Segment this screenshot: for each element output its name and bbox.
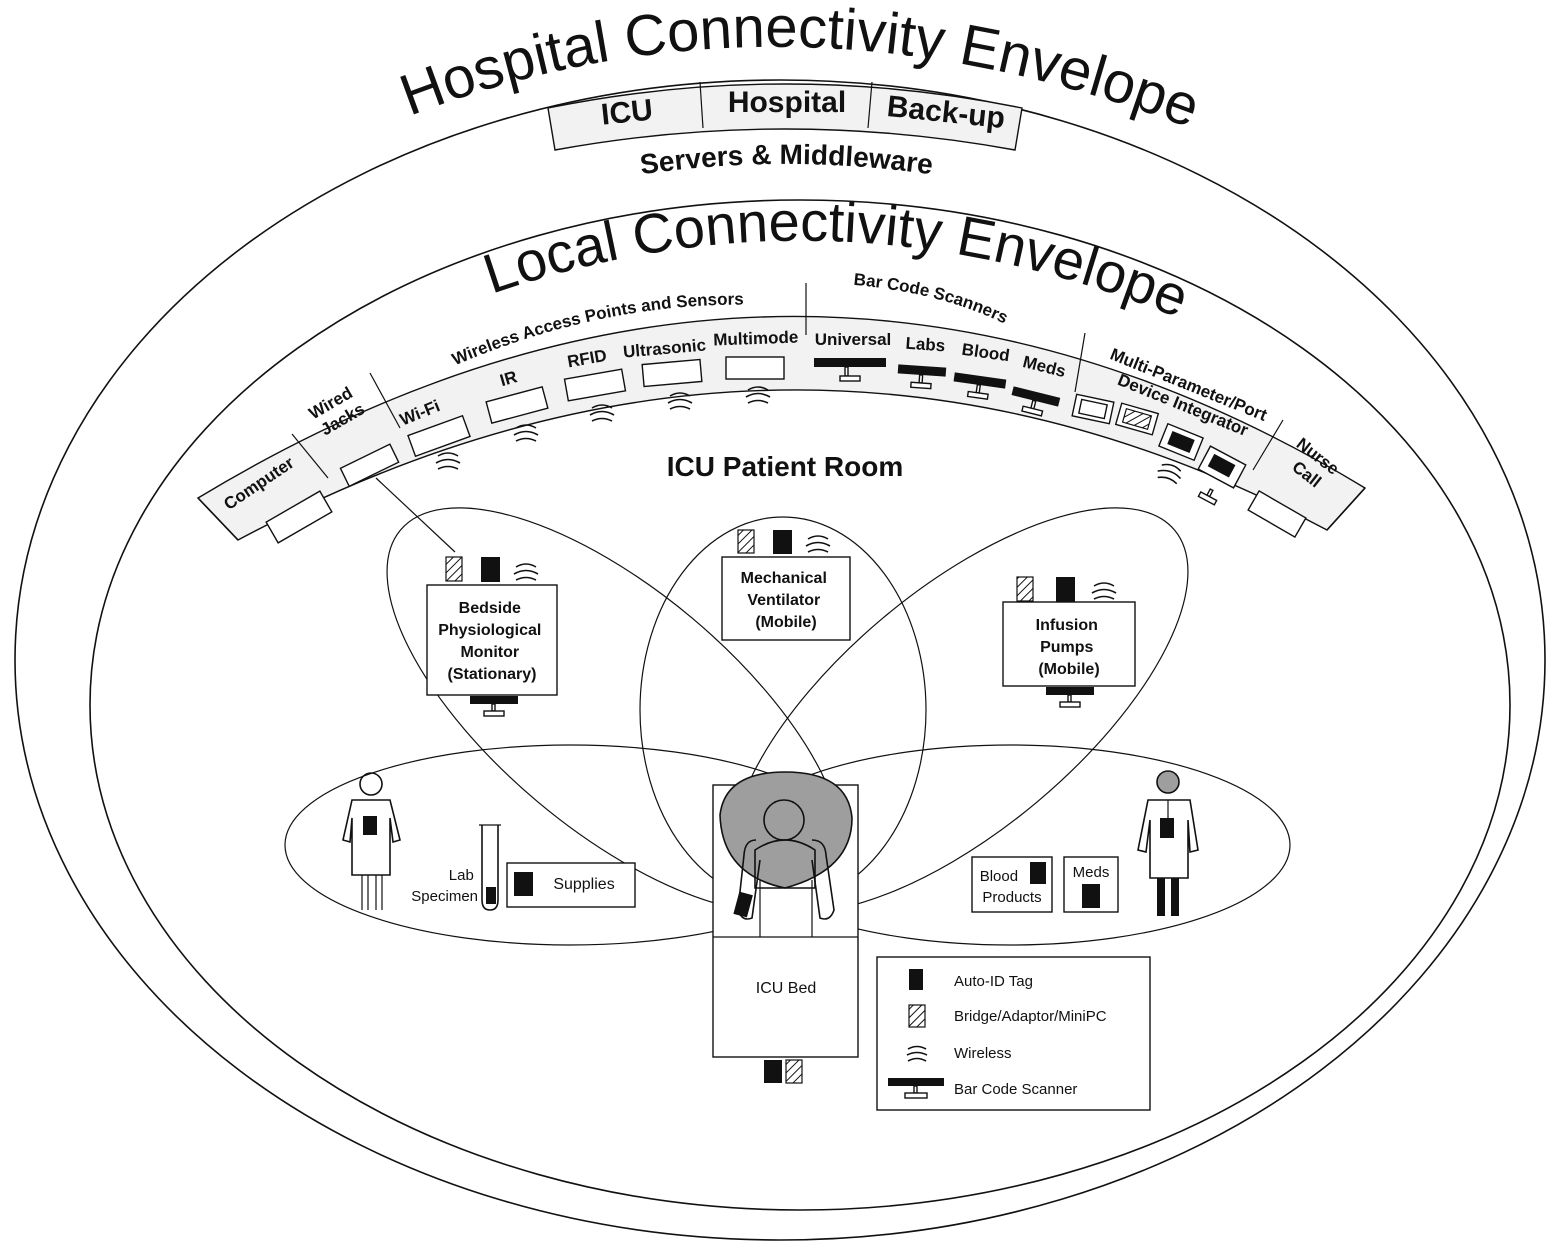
local-device-band — [196, 315, 1367, 541]
auto-id-tag-icon — [481, 557, 500, 582]
auto-id-tag-icon — [1082, 884, 1100, 908]
auto-id-tag-icon — [1030, 862, 1046, 884]
auto-id-tag-icon — [909, 969, 923, 990]
svg-text:Infusion Pumps (Mo: Infusion Pumps (Mobile) — [1036, 617, 1103, 678]
wireless-signals — [435, 386, 771, 470]
ir-access-point — [485, 386, 549, 424]
svg-text:Blood Products: Blood Products — [980, 868, 1042, 906]
bridge-adaptor-icon — [785, 1059, 803, 1084]
ultrasonic-access-point — [641, 358, 703, 388]
patient-figure — [719, 771, 853, 920]
auto-id-tag-icon — [773, 530, 792, 554]
wireless-icon — [906, 1045, 928, 1062]
bar-code-scanner-icon — [1011, 386, 1061, 417]
wireless-icon — [435, 452, 461, 470]
wireless-icon — [513, 563, 539, 581]
barcode-universal-label: Universal — [815, 330, 892, 349]
auto-id-tag-icon — [514, 872, 533, 896]
supplies-box: Supplies — [506, 862, 636, 908]
icu-room-title: ICU Patient Room — [667, 451, 903, 482]
legend-bridge-label: Bridge/Adaptor/MiniPC — [954, 1008, 1107, 1025]
servers-caption: Servers & Middleware — [638, 139, 935, 180]
wireless-icon — [1157, 463, 1182, 485]
wireless-icon — [805, 535, 831, 553]
auto-id-tag-icon — [1056, 577, 1075, 602]
wireless-icon — [1091, 582, 1117, 600]
bar-code-scanner-icon — [953, 372, 1007, 401]
bridge-adaptor-icon — [1016, 576, 1034, 602]
legend-auto-id-label: Auto-ID Tag — [954, 973, 1033, 990]
svg-text:Mechanical Ventilator: Mechanical Ventilator (Mobile) — [741, 570, 832, 631]
wireless-icon — [513, 424, 539, 442]
wireless-icon — [667, 392, 693, 410]
svg-text:Meds: Meds — [1073, 864, 1110, 881]
mechanical-ventilator: Mechanical Ventilator (Mobile) — [721, 529, 851, 641]
server-hospital: Hospital — [728, 86, 846, 119]
wireless-ir-label: IR — [498, 367, 520, 390]
computer-port — [265, 490, 333, 544]
barcode-header: Bar Code Scanners — [853, 270, 1011, 328]
lab-specimen: Lab Specimen — [411, 824, 501, 911]
wireless-multimode-label: Multimode — [713, 328, 799, 350]
wifi-access-point — [407, 414, 471, 458]
bedside-monitor: Bedside Physiological Monitor (Stationar… — [426, 556, 558, 717]
svg-text:Supplies: Supplies — [553, 876, 614, 893]
bridge-adaptor-icon — [908, 1004, 926, 1028]
blood-products-box: Blood Products — [971, 856, 1053, 913]
wired-jack-port — [339, 443, 400, 488]
auto-id-tag-icon — [764, 1060, 782, 1083]
integrator-ports — [1071, 393, 1247, 489]
legend-wireless-label: Wireless — [954, 1045, 1012, 1062]
bar-code-scanner-icon — [897, 364, 947, 390]
auto-id-tag-icon — [486, 887, 496, 904]
barcode-labs-label: Labs — [905, 334, 946, 356]
svg-text:Lab Specimen: Lab Specimen — [411, 867, 478, 905]
legend: Auto-ID Tag Bridge/Adaptor/MiniPC Wirele… — [876, 956, 1151, 1111]
wired-jack-cable — [375, 477, 456, 553]
nurse-call-port — [1247, 490, 1307, 538]
svg-text:Bedside Physiological: Bedside Physiological Monitor (Stationar… — [438, 600, 546, 683]
auto-id-tag-icon — [1160, 818, 1174, 838]
wireless-icon — [589, 404, 615, 422]
legend-scanner-label: Bar Code Scanner — [954, 1081, 1077, 1098]
local-envelope — [89, 199, 1511, 1211]
infusion-pumps: Infusion Pumps (Mobile) — [1002, 576, 1136, 708]
nurse-figure — [342, 772, 401, 910]
bar-code-scanner-icon — [470, 696, 518, 717]
rfid-access-point — [563, 368, 627, 402]
bar-code-scanner-icon — [1197, 488, 1218, 506]
bridge-adaptor-icon — [737, 529, 755, 554]
multimode-access-point — [725, 356, 785, 380]
bar-code-scanner-icon — [814, 358, 886, 382]
bar-code-scanner-icon — [888, 1078, 944, 1099]
bridge-adaptor-icon — [445, 556, 463, 582]
bar-code-scanner-icon — [1046, 687, 1094, 708]
auto-id-tag-icon — [363, 816, 377, 835]
icu-bed-label: ICU Bed — [756, 980, 816, 997]
server-icu: ICU — [600, 93, 655, 131]
wireless-icon — [745, 386, 771, 404]
meds-box: Meds — [1063, 856, 1119, 913]
hospital-envelope — [14, 79, 1546, 1241]
clinician-figure — [1137, 770, 1199, 916]
servers-panel: ICU Hospital Back-up — [547, 81, 1023, 151]
